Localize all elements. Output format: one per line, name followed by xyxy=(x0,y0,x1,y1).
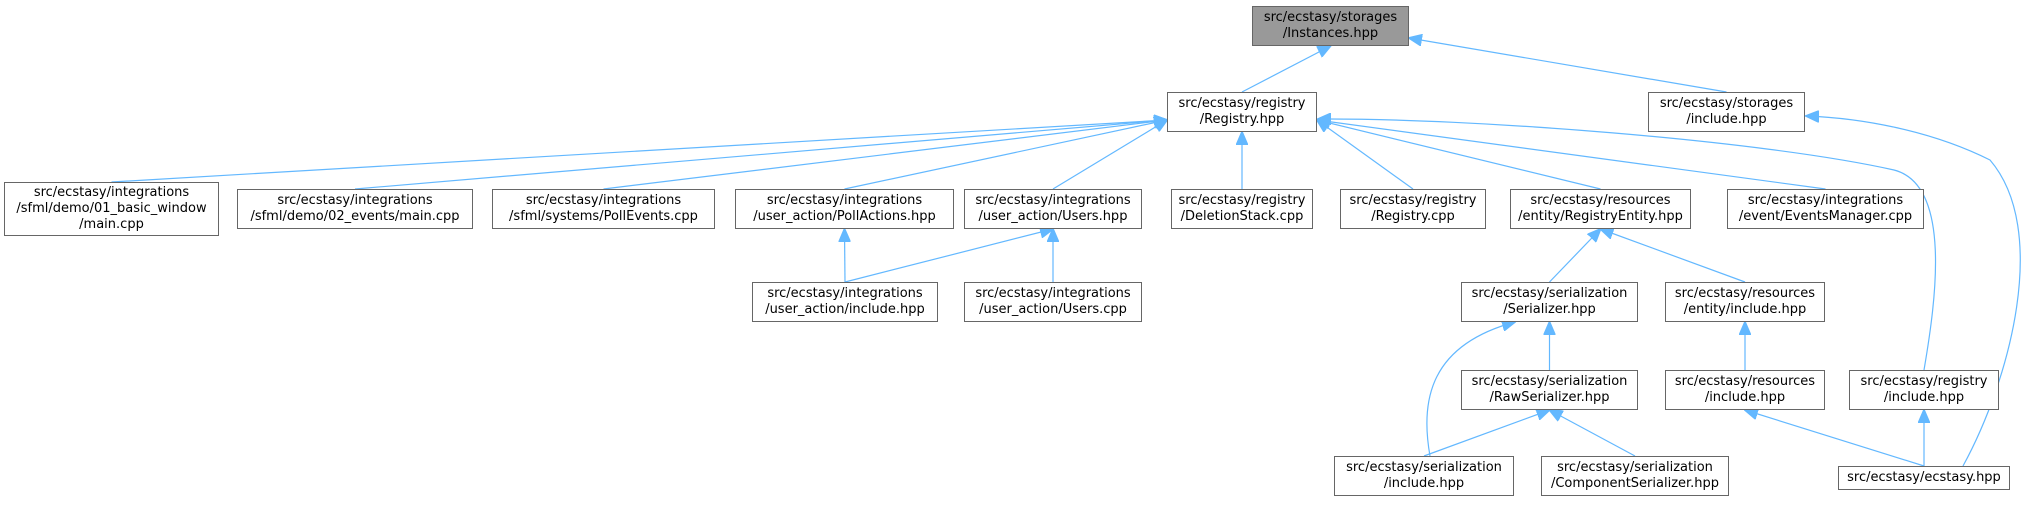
node-line: src/ecstasy/resources xyxy=(1674,374,1816,389)
node-line: /user_action/Users.cpp xyxy=(979,302,1127,317)
node-serializer-hpp[interactable]: src/ecstasy/serialization /Serializer.hp… xyxy=(1461,282,1638,322)
edge-basic_window-to-registry_hpp xyxy=(111,120,1168,183)
edge-registry_hpp-to-instances_hpp xyxy=(1241,46,1331,93)
node-users-hpp[interactable]: src/ecstasy/integrations /user_action/Us… xyxy=(964,189,1142,229)
node-line: src/ecstasy/storages xyxy=(1659,96,1794,111)
node-line: src/ecstasy/serialization xyxy=(1471,374,1628,389)
node-line: /ComponentSerializer.hpp xyxy=(1550,476,1720,491)
node-registry-hpp[interactable]: src/ecstasy/registry /Registry.hpp xyxy=(1167,92,1317,132)
node-poll-events-cpp[interactable]: src/ecstasy/integrations /sfml/systems/P… xyxy=(492,189,715,229)
node-entity-include-hpp[interactable]: src/ecstasy/resources /entity/include.hp… xyxy=(1665,282,1825,322)
node-line: /sfml/demo/02_events/main.cpp xyxy=(250,209,460,224)
edge-user_action_include-to-poll_actions xyxy=(845,229,846,283)
edge-entity_include-to-registry_entity xyxy=(1601,229,1746,283)
node-line: src/ecstasy/registry xyxy=(1349,193,1477,208)
node-line: src/ecstasy/integrations xyxy=(975,286,1131,301)
node-basic-window-main-cpp[interactable]: src/ecstasy/integrations /sfml/demo/01_b… xyxy=(4,182,219,236)
edge-users_hpp-to-registry_hpp xyxy=(1052,120,1167,190)
node-line: src/ecstasy/serialization xyxy=(1346,460,1502,475)
node-events-manager-cpp[interactable]: src/ecstasy/integrations /event/EventsMa… xyxy=(1727,189,1924,229)
node-registry-include-hpp[interactable]: src/ecstasy/registry /include.hpp xyxy=(1849,370,1999,410)
node-deletion-stack-cpp[interactable]: src/ecstasy/registry /DeletionStack.cpp xyxy=(1171,189,1313,229)
node-line: /include.hpp xyxy=(1686,112,1767,127)
node-line: src/ecstasy/integrations xyxy=(975,193,1131,208)
node-line: /entity/include.hpp xyxy=(1683,302,1807,317)
node-component-serializer-hpp[interactable]: src/ecstasy/serialization /ComponentSeri… xyxy=(1541,456,1729,496)
node-line: /user_action/Users.hpp xyxy=(978,209,1128,224)
node-line: src/ecstasy/registry xyxy=(1860,374,1988,389)
node-line: /RawSerializer.hpp xyxy=(1489,390,1610,405)
node-line: /include.hpp xyxy=(1704,390,1786,405)
node-ecstasy-hpp[interactable]: src/ecstasy/ecstasy.hpp xyxy=(1838,466,2010,490)
node-line: /Serializer.hpp xyxy=(1503,302,1596,317)
node-line: /entity/RegistryEntity.hpp xyxy=(1518,209,1683,224)
node-events-main-cpp[interactable]: src/ecstasy/integrations /sfml/demo/02_e… xyxy=(237,189,473,229)
node-storages-include-hpp[interactable]: src/ecstasy/storages /include.hpp xyxy=(1648,92,1805,132)
edge-events_manager-to-registry_hpp xyxy=(1317,120,1826,190)
edge-serialization_include-to-serializer xyxy=(1426,322,1515,457)
node-registry-entity-hpp[interactable]: src/ecstasy/resources /entity/RegistryEn… xyxy=(1510,189,1691,229)
node-line: src/ecstasy/integrations xyxy=(766,193,923,208)
edge-registry_entity-to-registry_hpp xyxy=(1317,120,1601,190)
node-line: /sfml/systems/PollEvents.cpp xyxy=(509,209,698,224)
node-line: /Registry.hpp xyxy=(1199,112,1285,127)
edge-ecstasy_hpp-to-resources_include xyxy=(1745,410,1925,467)
edges-layer xyxy=(111,38,2021,467)
node-line: src/ecstasy/registry xyxy=(1178,193,1306,208)
node-poll-actions-hpp[interactable]: src/ecstasy/integrations /user_action/Po… xyxy=(735,189,954,229)
edge-user_action_include-to-users_hpp xyxy=(844,229,1053,283)
node-line: /sfml/demo/01_basic_window xyxy=(16,201,207,216)
node-instances-hpp: src/ecstasy/storages /Instances.hpp xyxy=(1252,6,1409,46)
node-line: src/ecstasy/registry xyxy=(1178,96,1306,111)
node-serialization-include-hpp[interactable]: src/ecstasy/serialization /include.hpp xyxy=(1334,456,1514,496)
node-line: src/ecstasy/ecstasy.hpp xyxy=(1847,470,2001,485)
node-line: src/ecstasy/serialization xyxy=(1471,286,1628,301)
edge-ecstasy_hpp-to-storages_include xyxy=(1806,116,2021,467)
edge-events_main-to-registry_hpp xyxy=(354,120,1167,190)
node-resources-include-hpp[interactable]: src/ecstasy/resources /include.hpp xyxy=(1665,370,1825,410)
node-line: /event/EventsManager.cpp xyxy=(1738,209,1913,224)
edge-component_serializer-to-raw_serializer xyxy=(1550,410,1636,457)
node-raw-serializer-hpp[interactable]: src/ecstasy/serialization /RawSerializer… xyxy=(1461,370,1638,410)
node-line: src/ecstasy/integrations xyxy=(767,286,923,301)
node-line: src/ecstasy/resources xyxy=(1530,193,1671,208)
edge-storages_include-to-instances_hpp xyxy=(1409,38,1727,93)
node-line: /user_action/include.hpp xyxy=(765,302,925,317)
node-line: src/ecstasy/storages xyxy=(1263,10,1398,25)
node-line: /include.hpp xyxy=(1883,390,1965,405)
node-line: src/ecstasy/resources xyxy=(1674,286,1816,301)
node-line: src/ecstasy/integrations xyxy=(525,193,682,208)
node-registry-cpp[interactable]: src/ecstasy/registry /Registry.cpp xyxy=(1340,189,1486,229)
node-line: /include.hpp xyxy=(1383,476,1465,491)
node-line: /main.cpp xyxy=(79,217,144,232)
edge-serializer-to-registry_entity xyxy=(1549,229,1601,283)
edge-poll_events-to-registry_hpp xyxy=(603,120,1168,190)
edge-registry_cpp-to-registry_hpp xyxy=(1317,120,1414,190)
node-line: /Instances.hpp xyxy=(1282,26,1379,41)
node-user-action-include-hpp[interactable]: src/ecstasy/integrations /user_action/in… xyxy=(752,282,938,322)
node-line: /Registry.cpp xyxy=(1371,209,1455,224)
node-line: /user_action/PollActions.hpp xyxy=(753,209,936,224)
node-line: src/ecstasy/integrations xyxy=(1747,193,1904,208)
node-line: src/ecstasy/integrations xyxy=(33,185,190,200)
edge-serialization_include-to-raw_serializer xyxy=(1423,410,1550,457)
edge-poll_actions-to-registry_hpp xyxy=(844,120,1168,190)
node-users-cpp[interactable]: src/ecstasy/integrations /user_action/Us… xyxy=(964,282,1142,322)
edge-registry_include-to-registry_hpp xyxy=(1318,119,1937,371)
node-line: src/ecstasy/integrations xyxy=(277,193,433,208)
node-line: /DeletionStack.cpp xyxy=(1180,209,1304,224)
node-line: src/ecstasy/serialization xyxy=(1557,460,1713,475)
